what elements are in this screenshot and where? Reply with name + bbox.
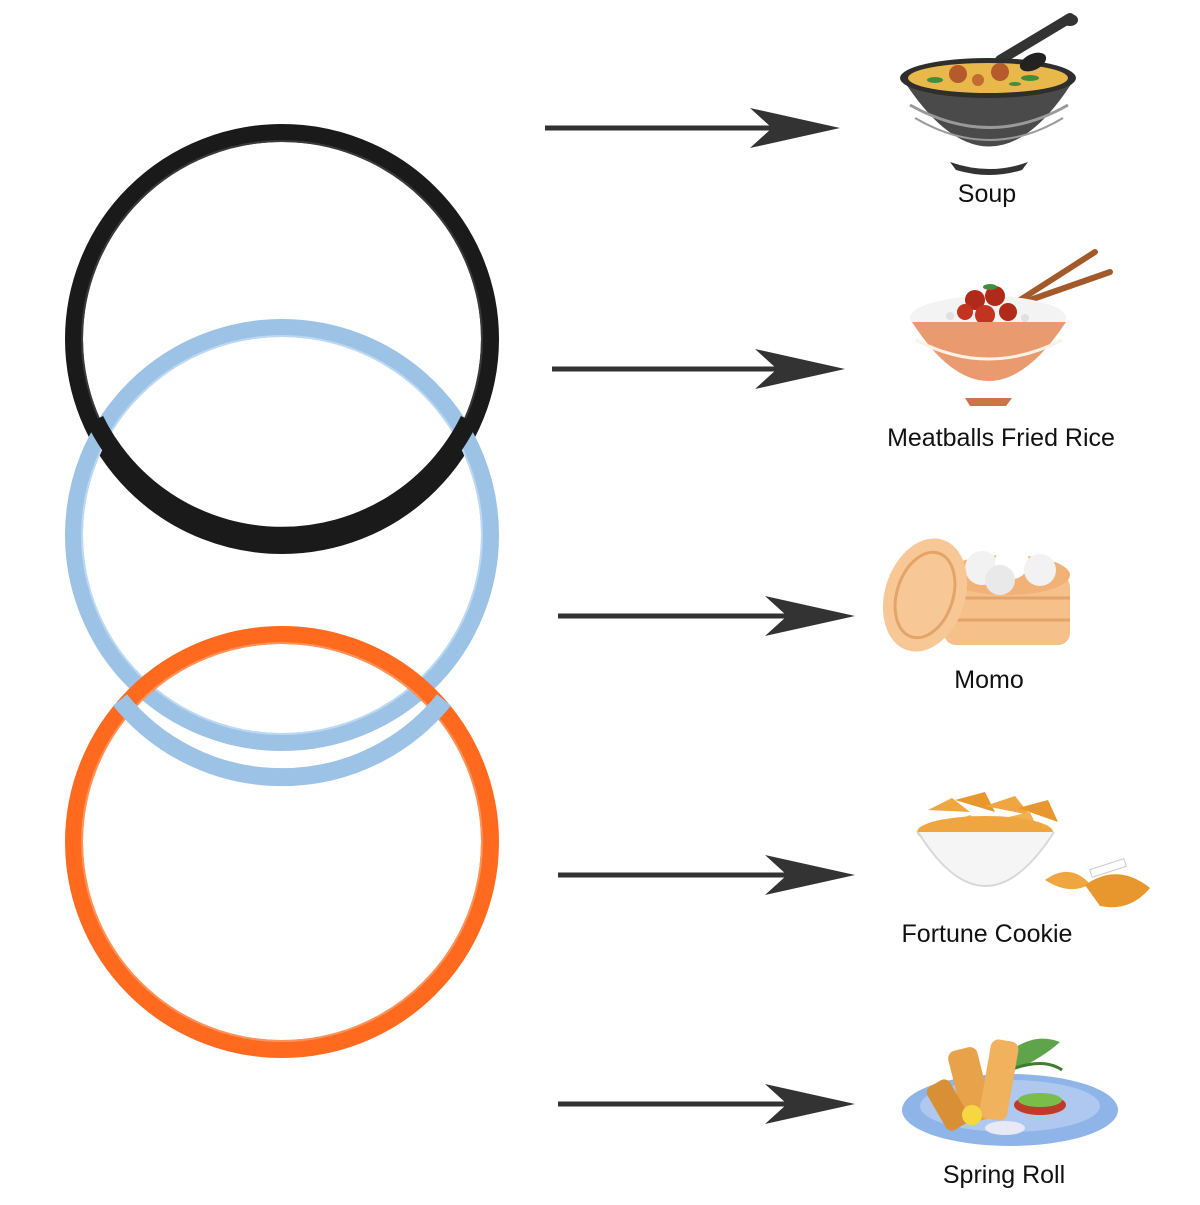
item-label-momo: Momo: [954, 666, 1024, 694]
black-ring-overlap: [86, 416, 478, 545]
item-label-fortune-cookie: Fortune Cookie: [901, 920, 1073, 948]
orange-ring: [65, 626, 499, 1058]
arrow-fried-rice: [552, 349, 845, 389]
arrow-spring-roll: [558, 1084, 855, 1124]
item-label-spring-roll: Spring Roll: [942, 1161, 1066, 1189]
momo-steamer-icon: [882, 538, 1070, 652]
arrow-fortune-cookie: [558, 855, 855, 895]
rings: [65, 124, 499, 1058]
blue-ring-overlap: [113, 694, 451, 787]
fortune-cookie-bowl-icon: [917, 792, 1150, 908]
arrow-momo: [558, 596, 855, 636]
fried-rice-bowl-icon: [910, 249, 1113, 406]
arrow-soup: [545, 108, 840, 148]
item-label-fried-rice: Meatballs Fried Rice: [887, 424, 1115, 452]
arrows: [545, 108, 855, 1124]
blue-ring: [65, 319, 499, 751]
spring-roll-plate-icon: [902, 1038, 1118, 1146]
item-label-soup: Soup: [957, 180, 1017, 208]
soup-bowl-icon: [900, 13, 1078, 175]
